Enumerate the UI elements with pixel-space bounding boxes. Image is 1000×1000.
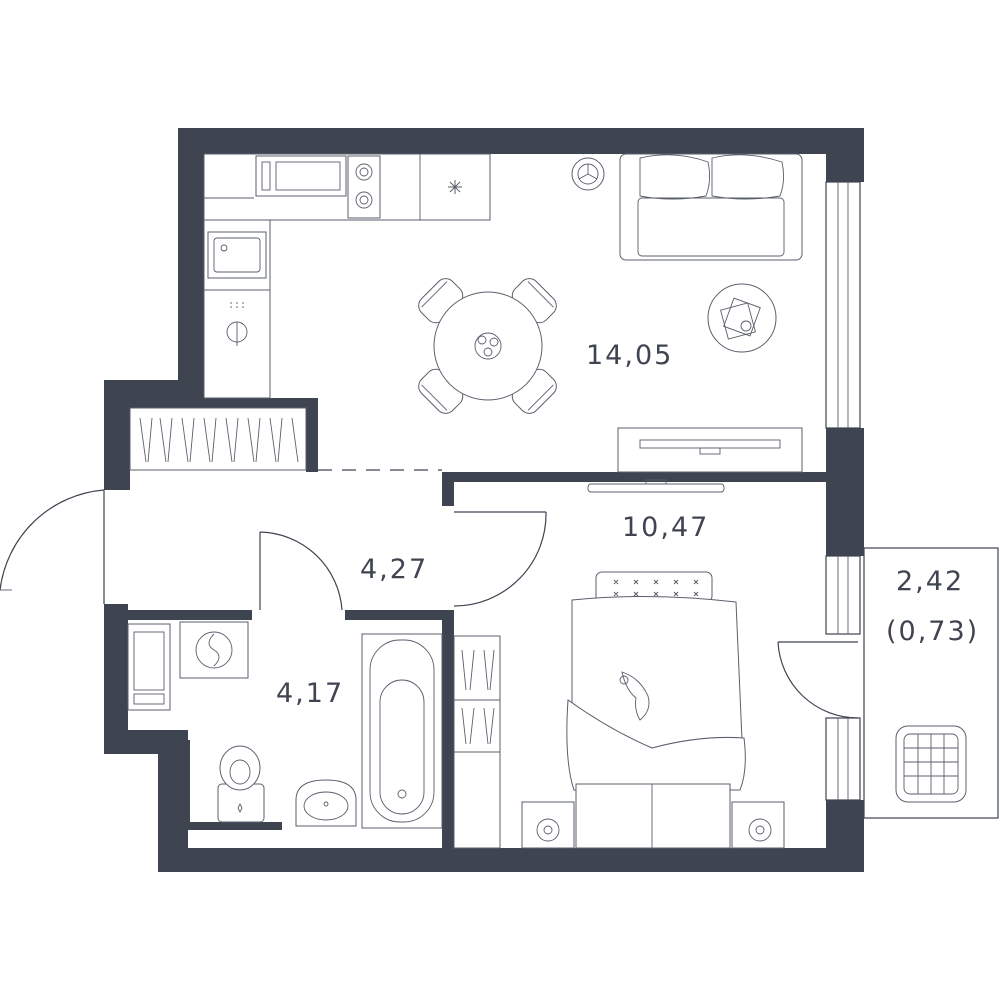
- bedroom-furniture: [453, 479, 785, 849]
- dishwasher-icon: [226, 302, 248, 346]
- hall-closet: [129, 407, 307, 471]
- sink-icon: [207, 231, 267, 279]
- area-kitchen-living: 14,05: [586, 340, 673, 371]
- lamp-left-icon: [536, 818, 560, 842]
- balcony: [777, 547, 999, 819]
- bathroom-fixtures: [127, 621, 443, 829]
- area-hallway: 4,27: [360, 554, 428, 585]
- nightstand-left: [521, 801, 575, 849]
- tv-wall: [587, 479, 725, 493]
- coffee-table: [707, 283, 777, 353]
- wall-right-mid: [826, 428, 864, 556]
- bed: [566, 571, 746, 849]
- cooktop-icon: [347, 155, 381, 219]
- flower-vase-icon: [474, 332, 502, 360]
- wall-closet-top: [104, 398, 318, 408]
- bed-pillows: [566, 699, 746, 791]
- area-labels: 14,05 10,47 4,27 4,17 2,42 (0,73): [276, 340, 979, 709]
- area-balcony-reduced: (0,73): [886, 616, 979, 647]
- entrance-door: [0, 489, 105, 604]
- dining-set: [418, 278, 557, 414]
- wall-bedroom-left-stub: [442, 472, 454, 506]
- living-furniture: [571, 153, 803, 473]
- kitchen: [203, 153, 491, 399]
- wall-bath-top-left: [128, 610, 252, 620]
- bathroom-door-swing: [259, 531, 343, 611]
- window-bedroom-upper: [825, 555, 861, 635]
- toilet-icon: [217, 745, 265, 823]
- window-living: [825, 181, 861, 429]
- wall-left-notch-vertical: [104, 380, 130, 490]
- fridge-snowflake-icon: [448, 180, 462, 194]
- kitchen-counter-top: [203, 153, 491, 221]
- bathtub-icon: [361, 633, 443, 829]
- washbasin-icon: [295, 779, 357, 827]
- washing-machine-icon: [179, 621, 249, 679]
- wall-left-lower: [104, 604, 128, 754]
- nightstand-right: [731, 801, 785, 849]
- lamp-right-icon: [748, 818, 772, 842]
- floor-lamp-icon: [571, 157, 605, 191]
- area-bathroom: 4,17: [276, 678, 344, 709]
- wall-bedroom-left: [442, 610, 454, 850]
- wall-left-upper: [178, 128, 204, 398]
- wall-right-bottom: [826, 800, 864, 872]
- wall-bath-inner: [182, 740, 190, 830]
- area-bedroom: 10,47: [622, 512, 709, 543]
- window-bedroom-lower: [825, 717, 861, 801]
- balcony-outline: [863, 547, 999, 819]
- dining-table: [433, 291, 543, 401]
- tv-stand: [617, 427, 803, 473]
- area-balcony: 2,42: [896, 566, 964, 597]
- wardrobe: [453, 635, 501, 849]
- bed-base: [575, 783, 731, 849]
- wall-right-top: [826, 128, 864, 182]
- wall-bottom: [158, 848, 864, 872]
- boiler-icon: [127, 623, 171, 711]
- windows: [825, 181, 861, 801]
- laundry-basket-icon: [895, 725, 967, 803]
- microwave-icon: [255, 155, 347, 197]
- internal-doors: [259, 469, 547, 611]
- wall-top: [178, 128, 864, 154]
- cat-icon: [619, 671, 650, 721]
- sofa: [619, 153, 803, 261]
- walls: [104, 128, 864, 872]
- wall-bedroom-top: [442, 472, 840, 482]
- balcony-door-swing: [777, 641, 859, 719]
- wall-closet-right: [306, 398, 318, 472]
- bedroom-door-swing: [453, 511, 547, 607]
- wall-bath-bottom: [182, 822, 282, 830]
- wall-bath-top-right: [345, 610, 451, 620]
